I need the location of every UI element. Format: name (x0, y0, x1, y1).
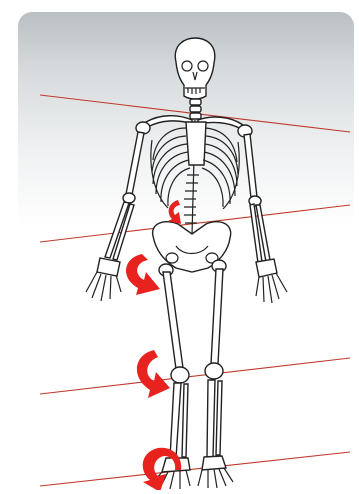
right-arm (244, 134, 270, 263)
diagram-card (18, 12, 354, 490)
left-hand (86, 258, 121, 301)
skull (175, 38, 214, 99)
hip-rotation-arrow (126, 254, 160, 295)
ankle-rotation-arrow (143, 448, 182, 490)
knee-line (40, 358, 350, 394)
right-leg (205, 269, 223, 457)
left-leg (163, 272, 189, 458)
knee-rotation-arrow (137, 350, 170, 398)
spine-rotation-arrow (168, 200, 181, 224)
ribcage (151, 122, 239, 209)
right-hand (256, 259, 287, 303)
right-foot (198, 456, 233, 488)
ankle-line (40, 452, 350, 486)
skeleton-diagram (18, 12, 354, 490)
left-arm (105, 132, 144, 260)
